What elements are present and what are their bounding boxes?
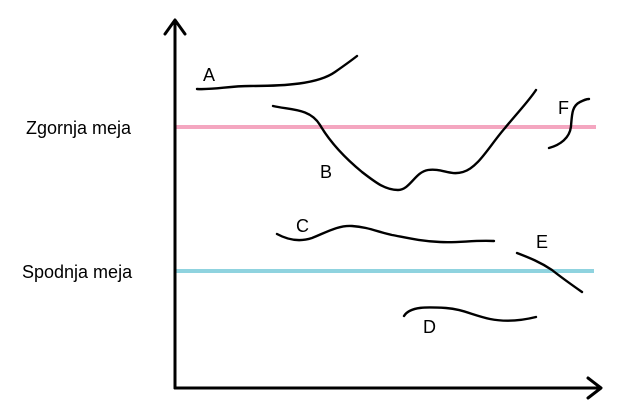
curve-c-label: C	[296, 216, 309, 236]
lower-limit-label: Spodnja meja	[22, 262, 133, 282]
curve-d-label: D	[423, 317, 436, 337]
upper-limit-label: Zgornja meja	[26, 118, 132, 138]
curve-a-label: A	[203, 65, 215, 85]
x-axis-arrow-icon	[586, 376, 603, 400]
curve-d	[402, 306, 538, 322]
curve-c	[275, 224, 496, 244]
y-axis-arrow-icon	[163, 18, 187, 36]
curve-b-label: B	[320, 162, 332, 182]
curve-b	[271, 88, 538, 192]
curve-f	[547, 97, 591, 150]
axes	[163, 18, 603, 400]
curve-a	[195, 54, 359, 91]
curve-f-label: F	[558, 98, 569, 118]
curve-e	[515, 251, 584, 294]
curve-e-label: E	[536, 232, 548, 252]
